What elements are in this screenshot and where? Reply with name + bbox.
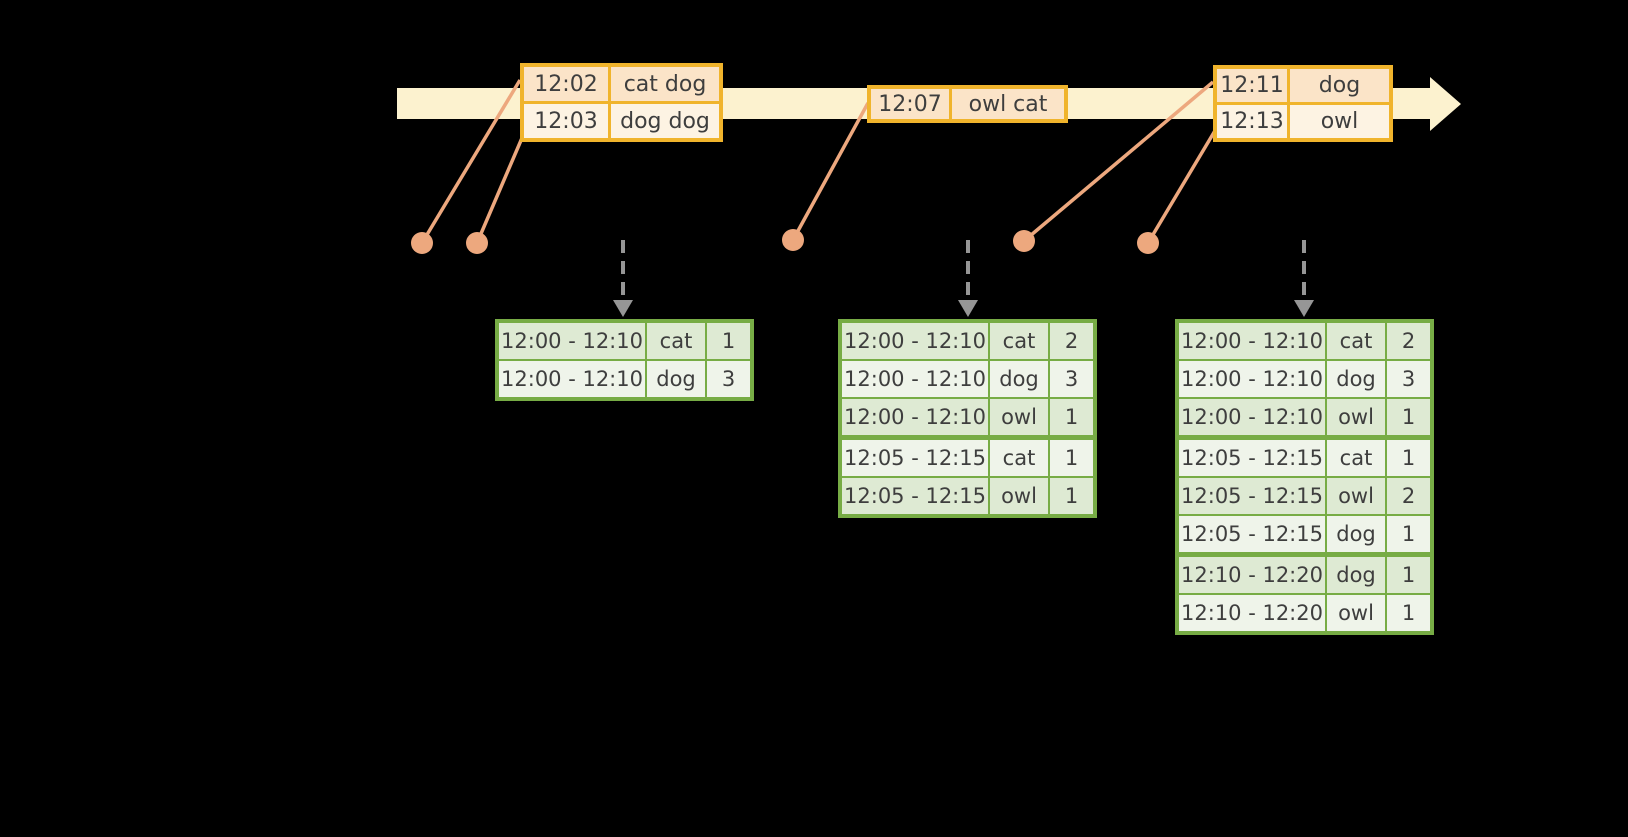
- event-dot: [782, 229, 804, 251]
- word-cell: owl: [990, 478, 1048, 514]
- event-connector-line: [420, 79, 522, 244]
- window-range-cell: 12:00 - 12:10: [1179, 399, 1325, 435]
- word-cell: cat: [990, 440, 1048, 476]
- event-words-cell: cat dog: [611, 67, 719, 101]
- count-cell: 1: [1387, 557, 1430, 593]
- event-dot: [411, 232, 433, 254]
- window-range-cell: 12:00 - 12:10: [1179, 361, 1325, 397]
- event-connector-line: [1022, 80, 1215, 243]
- word-cell: cat: [647, 323, 705, 359]
- count-cell: 1: [1387, 399, 1430, 435]
- timeline-arrowhead-icon: [1430, 77, 1461, 131]
- count-cell: 1: [1387, 516, 1430, 552]
- window-range-cell: 12:05 - 12:15: [1179, 478, 1325, 514]
- event-time-cell: 12:13: [1217, 105, 1287, 138]
- window-range-cell: 12:00 - 12:10: [842, 361, 988, 397]
- window-range-cell: 12:05 - 12:15: [842, 440, 988, 476]
- window-range-cell: 12:00 - 12:10: [499, 323, 645, 359]
- window-range-cell: 12:05 - 12:15: [842, 478, 988, 514]
- word-cell: cat: [990, 323, 1048, 359]
- word-cell: dog: [990, 361, 1048, 397]
- window-range-cell: 12:00 - 12:10: [1179, 323, 1325, 359]
- window-range-cell: 12:10 - 12:20: [1179, 595, 1325, 631]
- word-cell: dog: [1327, 557, 1385, 593]
- word-cell: cat: [1327, 440, 1385, 476]
- event-time-cell: 12:11: [1217, 69, 1287, 102]
- word-cell: owl: [1327, 399, 1385, 435]
- word-cell: cat: [1327, 323, 1385, 359]
- count-cell: 3: [1050, 361, 1093, 397]
- count-cell: 1: [1387, 440, 1430, 476]
- word-cell: owl: [1327, 595, 1385, 631]
- count-cell: 1: [1050, 440, 1093, 476]
- window-range-cell: 12:05 - 12:15: [1179, 516, 1325, 552]
- word-cell: owl: [1327, 478, 1385, 514]
- event-dot: [466, 232, 488, 254]
- event-time-cell: 12:02: [524, 67, 608, 101]
- window-range-cell: 12:05 - 12:15: [1179, 440, 1325, 476]
- word-cell: dog: [1327, 361, 1385, 397]
- count-cell: 1: [1050, 478, 1093, 514]
- window-range-cell: 12:00 - 12:10: [842, 399, 988, 435]
- count-cell: 3: [1387, 361, 1430, 397]
- event-connector-line: [475, 137, 524, 244]
- event-time-cell: 12:03: [524, 104, 608, 138]
- count-cell: 2: [1050, 323, 1093, 359]
- event-connector-line: [1146, 128, 1218, 244]
- count-cell: 3: [707, 361, 750, 397]
- event-dot: [1013, 230, 1035, 252]
- count-cell: 1: [1050, 399, 1093, 435]
- trigger-arrow-head-icon: [613, 300, 633, 317]
- event-words-cell: dog dog: [611, 104, 719, 138]
- trigger-arrow-head-icon: [1294, 300, 1314, 317]
- event-words-cell: owl cat: [952, 89, 1064, 119]
- word-cell: dog: [1327, 516, 1385, 552]
- count-cell: 2: [1387, 323, 1430, 359]
- window-range-cell: 12:10 - 12:20: [1179, 557, 1325, 593]
- trigger-arrow-head-icon: [958, 300, 978, 317]
- window-range-cell: 12:00 - 12:10: [842, 323, 988, 359]
- word-cell: dog: [647, 361, 705, 397]
- event-connector-line: [791, 102, 870, 241]
- window-range-cell: 12:00 - 12:10: [499, 361, 645, 397]
- event-dot: [1137, 232, 1159, 254]
- event-words-cell: dog: [1290, 69, 1389, 102]
- event-time-cell: 12:07: [871, 89, 949, 119]
- count-cell: 1: [1387, 595, 1430, 631]
- count-cell: 1: [707, 323, 750, 359]
- event-words-cell: owl: [1290, 105, 1389, 138]
- word-cell: owl: [990, 399, 1048, 435]
- count-cell: 2: [1387, 478, 1430, 514]
